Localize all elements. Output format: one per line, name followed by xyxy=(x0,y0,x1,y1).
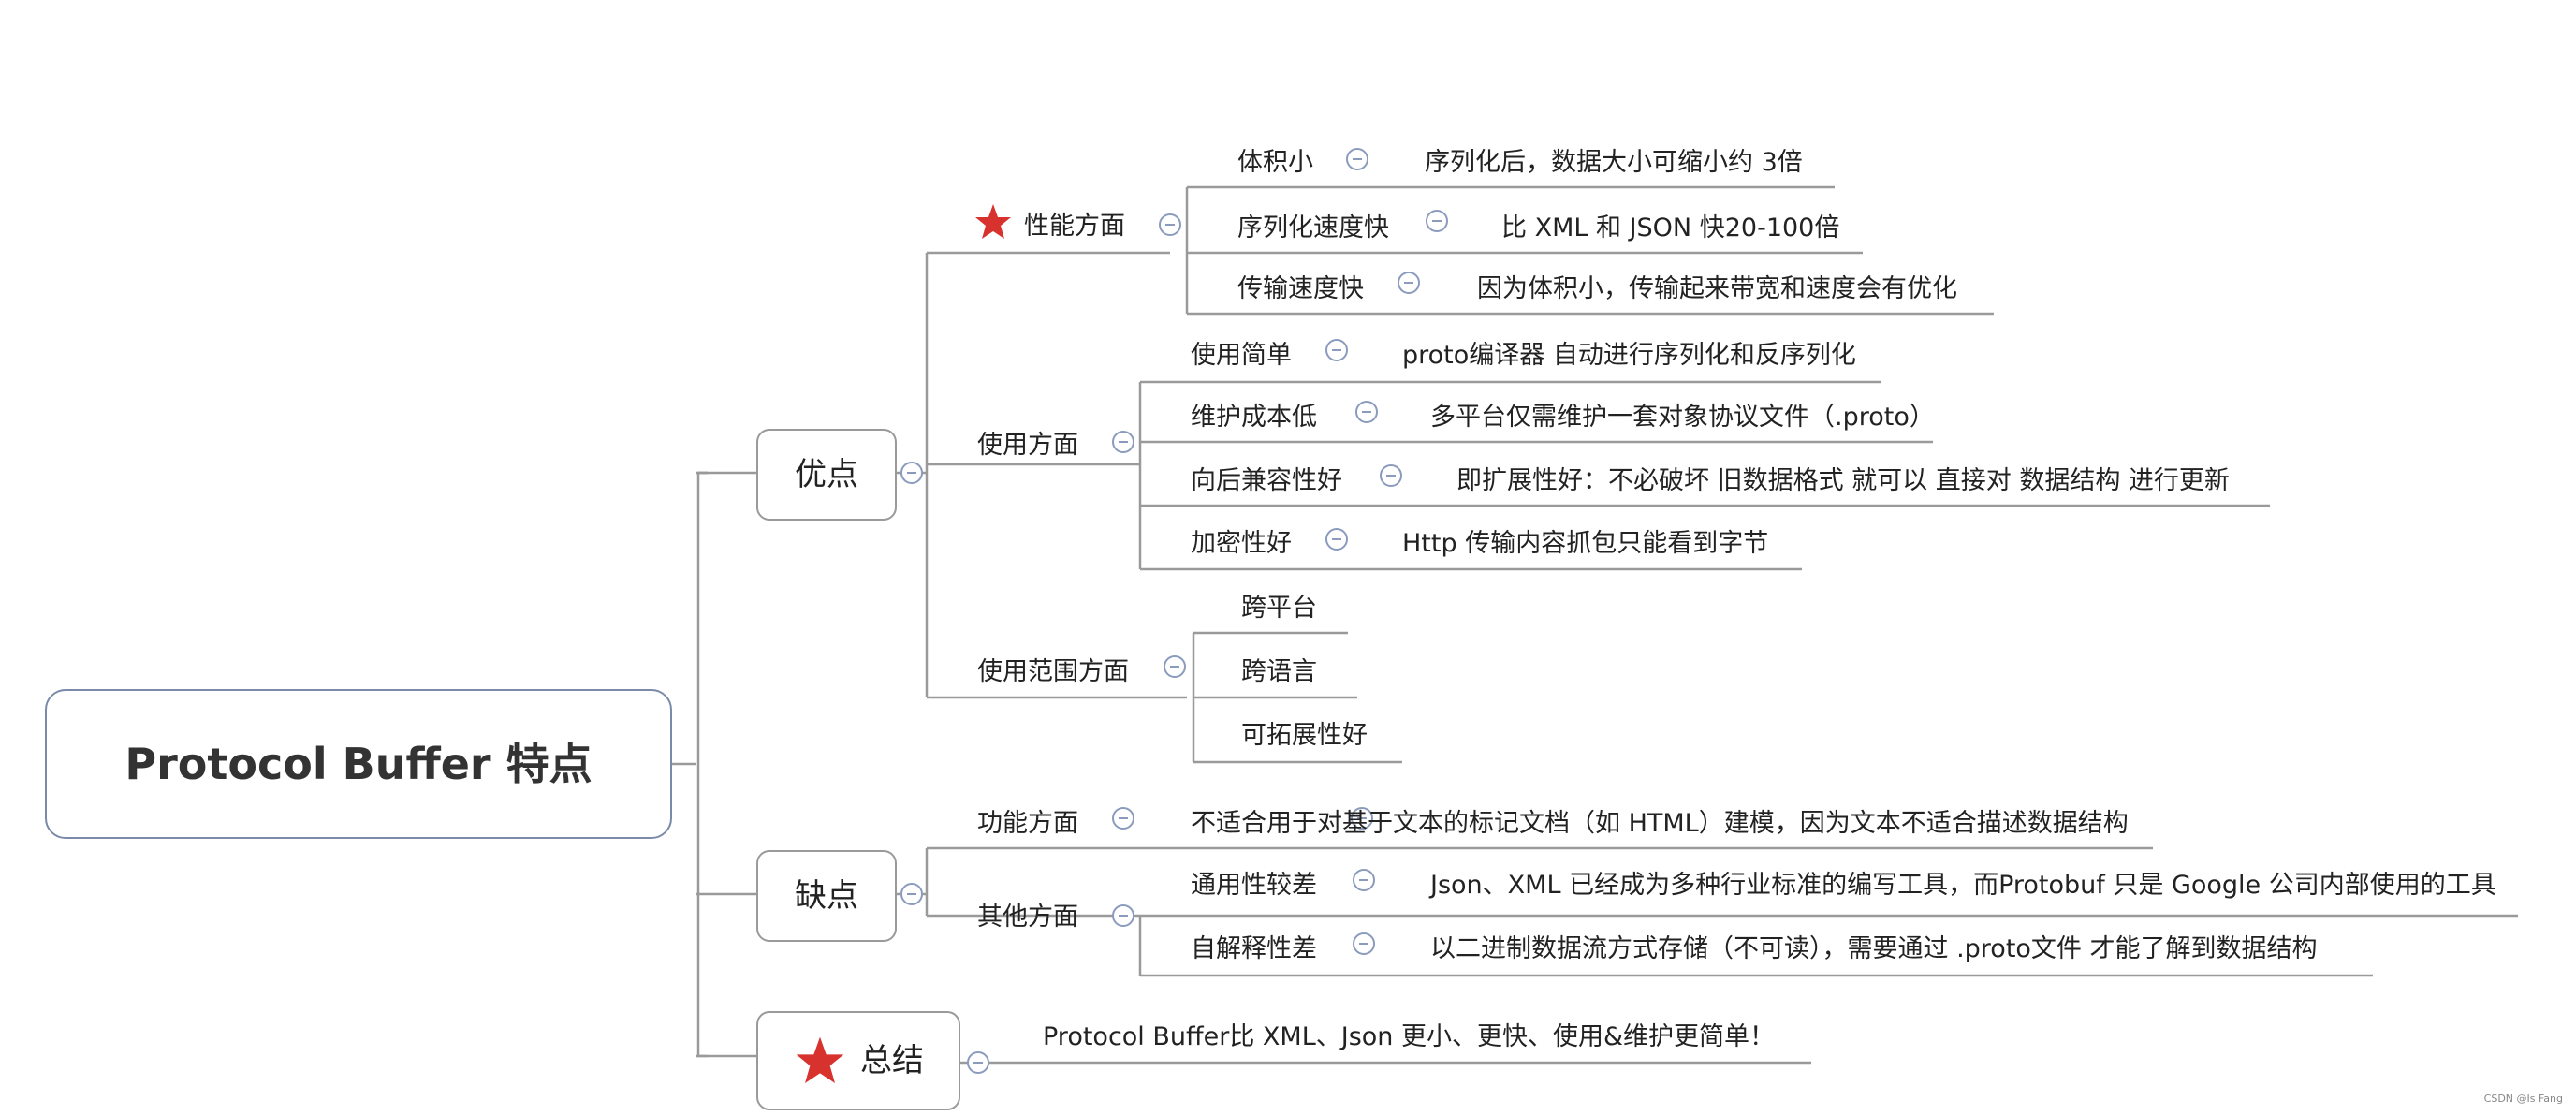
disadvantages-node[interactable]: 缺点 xyxy=(756,850,897,942)
other-item-label-2[interactable]: 自解释性差 xyxy=(1191,934,1317,963)
disadvantages-title: 缺点 xyxy=(795,877,858,915)
collapse-toggle-icon[interactable] xyxy=(1353,869,1375,891)
scope-item-2[interactable]: 跨语言 xyxy=(1241,657,1317,686)
collapse-toggle-icon[interactable] xyxy=(900,462,923,484)
scope-item-3[interactable]: 可拓展性好 xyxy=(1241,721,1368,750)
usage-item-detail-1: proto编译器 自动进行序列化和反序列化 xyxy=(1402,341,1856,370)
summary-text: Protocol Buffer比 XML、Json 更小、更快、使用&维护更简单… xyxy=(1043,1022,1776,1051)
collapse-toggle-icon[interactable] xyxy=(1398,272,1420,294)
collapse-toggle-icon[interactable] xyxy=(1355,401,1378,423)
perf-item-label-1[interactable]: 体积小 xyxy=(1237,148,1313,177)
performance-title[interactable]: 性能方面 xyxy=(1024,212,1125,241)
perf-item-detail-3: 因为体积小，传输起来带宽和速度会有优化 xyxy=(1477,274,1957,303)
usage-item-detail-4: Http 传输内容抓包只能看到字节 xyxy=(1402,529,1769,558)
collapse-toggle-icon[interactable] xyxy=(1112,431,1134,453)
usage-item-detail-3: 即扩展性好：不必破坏 旧数据格式 就可以 直接对 数据结构 进行更新 xyxy=(1456,466,2230,495)
summary-title: 总结 xyxy=(860,1042,924,1079)
perf-item-detail-1: 序列化后，数据大小可缩小约 3倍 xyxy=(1425,148,1803,177)
root-node[interactable]: Protocol Buffer 特点 xyxy=(45,689,672,839)
usage-item-detail-2: 多平台仅需维护一套对象协议文件（.proto） xyxy=(1430,403,1935,432)
collapse-toggle-icon[interactable] xyxy=(1351,807,1373,830)
collapse-toggle-icon[interactable] xyxy=(1426,210,1448,232)
collapse-toggle-icon[interactable] xyxy=(967,1051,989,1074)
advantages-title: 优点 xyxy=(795,456,858,493)
other-title[interactable]: 其他方面 xyxy=(977,903,1078,932)
scope-item-1[interactable]: 跨平台 xyxy=(1241,594,1317,623)
summary-node[interactable]: 总结 xyxy=(756,1011,960,1110)
other-item-label-1[interactable]: 通用性较差 xyxy=(1191,871,1317,900)
collapse-toggle-icon[interactable] xyxy=(1325,528,1348,551)
star-icon xyxy=(793,1035,847,1087)
collapse-toggle-icon[interactable] xyxy=(1353,932,1375,955)
collapse-toggle-icon[interactable] xyxy=(1112,904,1134,927)
usage-item-label-4[interactable]: 加密性好 xyxy=(1191,529,1292,558)
connector-lines xyxy=(672,185,2518,1065)
other-item-detail-1: Json、XML 已经成为多种行业标准的编写工具，而Protobuf 只是 Go… xyxy=(1430,871,2496,900)
other-item-detail-2: 以二进制数据流方式存储（不可读），需要通过 .proto文件 才能了解到数据结构 xyxy=(1430,934,2318,963)
usage-title[interactable]: 使用方面 xyxy=(977,431,1078,460)
collapse-toggle-icon[interactable] xyxy=(1346,148,1368,170)
root-title: Protocol Buffer 特点 xyxy=(124,739,593,789)
advantages-node[interactable]: 优点 xyxy=(756,429,897,521)
collapse-toggle-icon[interactable] xyxy=(1159,213,1181,236)
usage-item-label-2[interactable]: 维护成本低 xyxy=(1191,403,1317,432)
collapse-toggle-icon[interactable] xyxy=(1325,339,1348,361)
collapse-toggle-icon[interactable] xyxy=(900,883,923,905)
function-detail: 不适合用于对基于文本的标记文档（如 HTML）建模，因为文本不适合描述数据结构 xyxy=(1191,809,2129,838)
function-title[interactable]: 功能方面 xyxy=(977,809,1078,838)
star-icon xyxy=(973,202,1013,242)
scope-title[interactable]: 使用范围方面 xyxy=(977,657,1129,686)
watermark: CSDN @Is Fang xyxy=(2483,1093,2563,1105)
collapse-toggle-icon[interactable] xyxy=(1112,807,1134,830)
perf-item-detail-2: 比 XML 和 JSON 快20-100倍 xyxy=(1501,213,1840,242)
perf-item-label-3[interactable]: 传输速度快 xyxy=(1237,274,1364,303)
usage-item-label-3[interactable]: 向后兼容性好 xyxy=(1191,466,1342,495)
collapse-toggle-icon[interactable] xyxy=(1164,655,1186,678)
collapse-icons xyxy=(900,148,1448,1074)
usage-item-label-1[interactable]: 使用简单 xyxy=(1191,341,1292,370)
perf-item-label-2[interactable]: 序列化速度快 xyxy=(1237,213,1389,242)
collapse-toggle-icon[interactable] xyxy=(1380,464,1402,487)
